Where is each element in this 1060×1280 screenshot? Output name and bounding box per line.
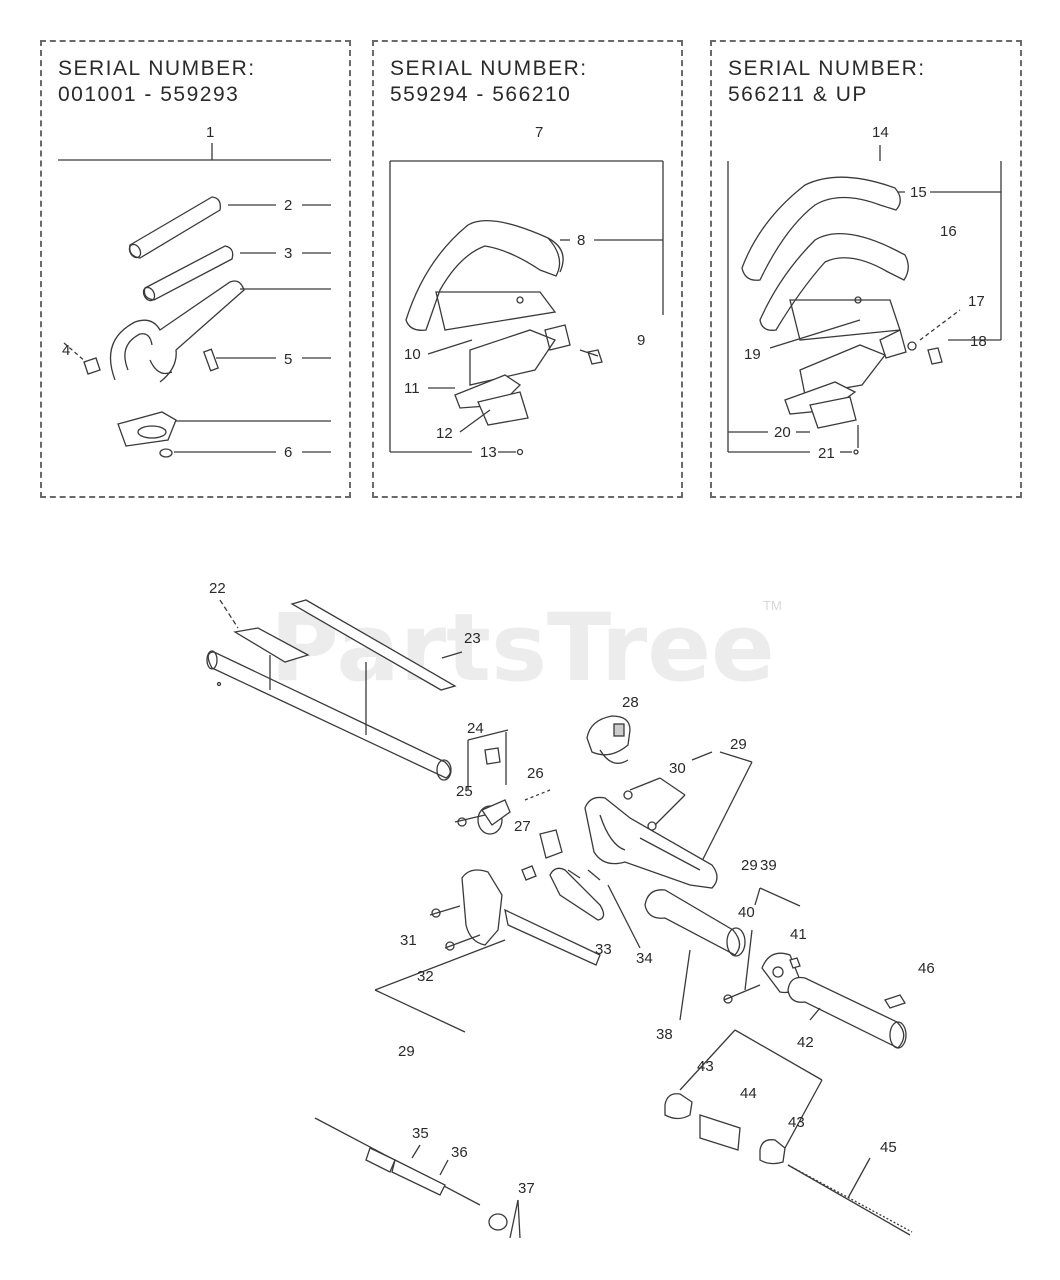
- label-31: 31: [400, 932, 417, 949]
- watermark-text: PartsTree: [270, 594, 775, 703]
- label-41: 41: [790, 926, 807, 943]
- label-29-lower: 29: [398, 1043, 415, 1060]
- label-43-right: 43: [788, 1114, 805, 1131]
- label-27: 27: [514, 818, 531, 835]
- watermark-tm: TM: [763, 598, 782, 613]
- serial-panel-1: SERIAL NUMBER: 001001 - 559293: [40, 40, 351, 498]
- label-16: 16: [940, 223, 957, 240]
- serial-title: SERIAL NUMBER:: [58, 57, 256, 80]
- label-9: 9: [637, 332, 645, 349]
- label-46: 46: [918, 960, 935, 977]
- label-8: 8: [577, 232, 585, 249]
- serial-header-2: SERIAL NUMBER: 559294 - 566210: [390, 56, 588, 108]
- panel-2-parts: [389, 160, 664, 456]
- label-1: 1: [206, 124, 214, 141]
- label-25: 25: [456, 783, 473, 800]
- serial-header-1: SERIAL NUMBER: 001001 - 559293: [58, 56, 256, 108]
- label-35: 35: [412, 1125, 429, 1142]
- label-12: 12: [436, 425, 453, 442]
- label-13: 13: [480, 444, 497, 461]
- label-34: 34: [636, 950, 653, 967]
- label-36: 36: [451, 1144, 468, 1161]
- part-labels: 1 2 3 4 5 6 7 8 9 10 11 12 13 14 15 16 1…: [62, 124, 987, 1197]
- label-33: 33: [595, 941, 612, 958]
- label-23: 23: [464, 630, 481, 647]
- label-21: 21: [818, 445, 835, 462]
- label-38: 38: [656, 1026, 673, 1043]
- label-39: 39: [760, 857, 777, 874]
- serial-range: 566211 & UP: [728, 83, 868, 106]
- serial-panel-2: SERIAL NUMBER: 559294 - 566210: [372, 40, 683, 498]
- serial-title: SERIAL NUMBER:: [390, 57, 588, 80]
- label-26: 26: [527, 765, 544, 782]
- label-10: 10: [404, 346, 421, 363]
- label-17: 17: [968, 293, 985, 310]
- serial-range: 559294 - 566210: [390, 83, 572, 106]
- label-40: 40: [738, 904, 755, 921]
- label-5: 5: [284, 351, 292, 368]
- label-7: 7: [535, 124, 543, 141]
- label-32: 32: [417, 968, 434, 985]
- label-24: 24: [467, 720, 484, 737]
- label-42: 42: [797, 1034, 814, 1051]
- label-45: 45: [880, 1139, 897, 1156]
- line-art: [58, 143, 1002, 1239]
- label-29-right: 29: [741, 857, 758, 874]
- label-6: 6: [284, 444, 292, 461]
- label-28: 28: [622, 694, 639, 711]
- label-22: 22: [209, 580, 226, 597]
- serial-header-3: SERIAL NUMBER: 566211 & UP: [728, 56, 926, 108]
- label-30: 30: [669, 760, 686, 777]
- label-2: 2: [284, 197, 292, 214]
- serial-title: SERIAL NUMBER:: [728, 57, 926, 80]
- label-19: 19: [744, 346, 761, 363]
- label-43-left: 43: [697, 1058, 714, 1075]
- panel-1-parts: [58, 143, 331, 458]
- label-11: 11: [404, 380, 420, 397]
- panel-3-parts: [727, 145, 1002, 455]
- label-29-upper: 29: [730, 736, 747, 753]
- label-4: 4: [62, 342, 70, 359]
- label-14: 14: [872, 124, 889, 141]
- main-diagram-parts: [206, 599, 913, 1239]
- label-18: 18: [970, 333, 987, 350]
- label-44: 44: [740, 1085, 757, 1102]
- label-37: 37: [518, 1180, 535, 1197]
- label-20: 20: [774, 424, 791, 441]
- serial-panel-3: SERIAL NUMBER: 566211 & UP: [710, 40, 1022, 498]
- label-15: 15: [910, 184, 927, 201]
- label-3: 3: [284, 245, 292, 262]
- serial-range: 001001 - 559293: [58, 83, 240, 106]
